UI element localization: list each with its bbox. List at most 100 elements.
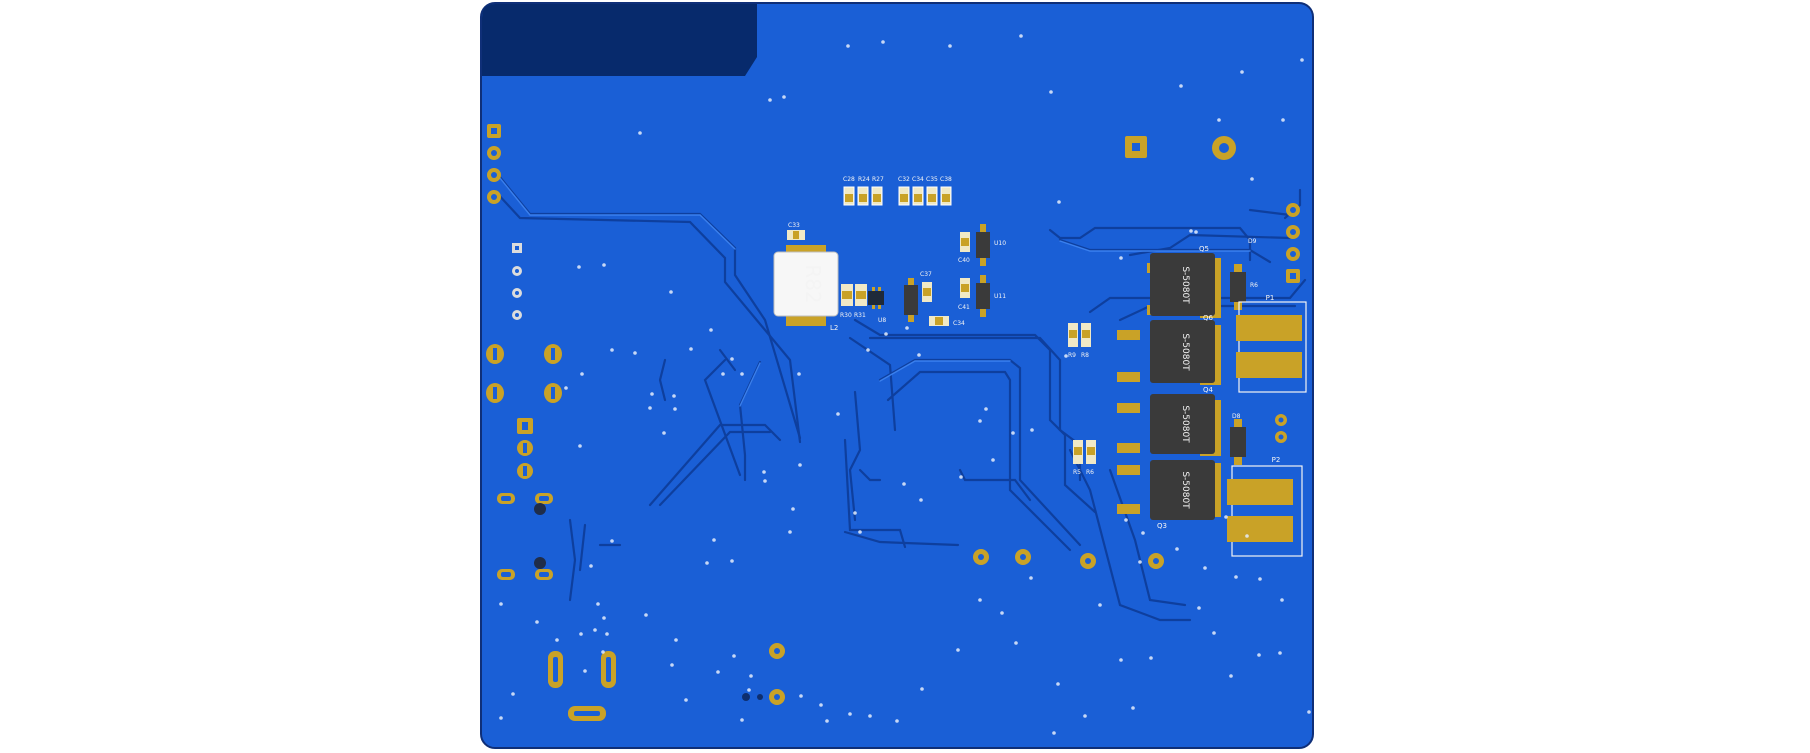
via	[747, 688, 751, 692]
label-d9: D9	[1248, 238, 1257, 245]
label-c40: C40	[958, 257, 970, 264]
via	[1234, 575, 1238, 579]
via	[948, 44, 952, 48]
via	[798, 463, 802, 467]
via	[673, 407, 677, 411]
mosfet-q4-marking: S-5080T	[1180, 405, 1190, 443]
inductor-l2: R82 L2	[773, 245, 839, 332]
switch-pads	[486, 344, 562, 403]
inductor-marking: R82	[801, 264, 825, 303]
mosfet-q4: S-5080T Q4	[1117, 386, 1221, 456]
via	[1203, 566, 1207, 570]
via	[578, 444, 582, 448]
via	[848, 712, 852, 716]
right-header-pins	[1275, 203, 1300, 443]
mosfet-q3-marking: S-5080T	[1180, 471, 1190, 509]
label-c34: C34	[912, 176, 924, 183]
via	[895, 719, 899, 723]
via	[858, 530, 862, 534]
via	[1030, 428, 1034, 432]
via	[991, 458, 995, 462]
via	[1278, 651, 1282, 655]
left-small-header	[512, 243, 522, 320]
via	[555, 638, 559, 642]
via	[712, 538, 716, 542]
pcb-board	[480, 2, 1314, 749]
via	[749, 674, 753, 678]
label-r8: R8	[1081, 352, 1089, 359]
via	[1141, 531, 1145, 535]
via	[716, 670, 720, 674]
via	[740, 372, 744, 376]
via	[605, 632, 609, 636]
via	[853, 511, 857, 515]
via	[1240, 70, 1244, 74]
via	[511, 692, 515, 696]
label-c34b: C34	[953, 320, 965, 327]
copper-traces-highlight	[494, 171, 1251, 407]
label-r24: R24	[858, 176, 870, 183]
via	[984, 407, 988, 411]
mosfet-q3-ref: Q3	[1157, 522, 1167, 530]
via	[797, 372, 801, 376]
via	[1229, 674, 1233, 678]
via	[684, 698, 688, 702]
label-r9: R9	[1068, 352, 1076, 359]
via	[1029, 576, 1033, 580]
left-header-pins	[487, 124, 501, 204]
via	[836, 412, 840, 416]
connector-p2-label: P2	[1272, 456, 1281, 464]
label-c37: C37	[920, 271, 932, 278]
via	[905, 326, 909, 330]
via	[1083, 714, 1087, 718]
via	[799, 694, 803, 698]
via	[730, 357, 734, 361]
via	[1119, 256, 1123, 260]
via	[825, 719, 829, 723]
via	[978, 598, 982, 602]
via	[709, 328, 713, 332]
via	[730, 559, 734, 563]
label-u10: U10	[994, 240, 1006, 247]
via	[577, 265, 581, 269]
via	[1011, 431, 1015, 435]
via	[1124, 518, 1128, 522]
via	[1307, 710, 1311, 714]
via	[1224, 515, 1228, 519]
via	[1281, 118, 1285, 122]
label-u8: U8	[878, 317, 886, 324]
via	[674, 638, 678, 642]
via	[1280, 598, 1284, 602]
via	[499, 716, 503, 720]
via	[602, 263, 606, 267]
three-pin-header	[517, 418, 533, 479]
mosfet-q4-ref: Q4	[1203, 386, 1214, 394]
via	[866, 348, 870, 352]
via	[705, 561, 709, 565]
via	[782, 95, 786, 99]
via	[1049, 90, 1053, 94]
test-pads	[742, 549, 1164, 705]
via	[902, 482, 906, 486]
mosfet-q5: S-5080T Q5	[1147, 245, 1221, 318]
via	[1019, 34, 1023, 38]
connector-p2: P2	[1227, 456, 1303, 557]
silkscreen-labels: C28 R24 R27 C32 C34 C35 C38 C33 C40 U10 …	[788, 176, 1258, 476]
label-r27: R27	[872, 176, 884, 183]
via	[669, 290, 673, 294]
via	[1250, 177, 1254, 181]
mosfet-q5-ref: Q5	[1199, 245, 1209, 253]
mosfet-q6: S-5080T Q6	[1117, 314, 1221, 385]
via	[601, 650, 605, 654]
mosfet-q5-marking: S-5080T	[1180, 266, 1190, 304]
via	[768, 98, 772, 102]
via	[732, 654, 736, 658]
via	[1189, 229, 1193, 233]
via	[633, 351, 637, 355]
connector-p1: P1	[1236, 294, 1307, 393]
via	[670, 663, 674, 667]
mosfet-q3: S-5080T Q3	[1117, 460, 1221, 530]
via	[1258, 577, 1262, 581]
mosfet-q6-ref: Q6	[1203, 314, 1214, 322]
label-r5: R5	[1073, 469, 1081, 476]
